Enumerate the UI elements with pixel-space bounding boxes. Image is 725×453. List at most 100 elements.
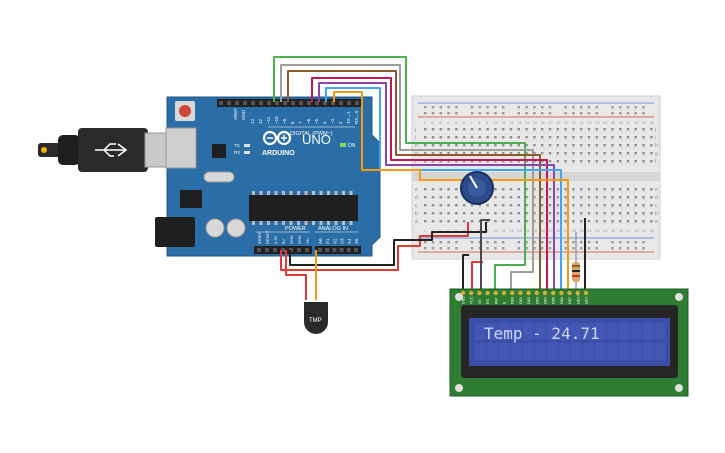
lcd-cell <box>595 323 606 340</box>
rail-hole <box>439 112 442 115</box>
lcd-cell <box>595 343 606 360</box>
rail-hole <box>447 241 450 244</box>
power-pin-label: RESET <box>265 230 270 244</box>
terminal-hole <box>502 220 505 223</box>
rail-hole <box>470 112 474 115</box>
terminal-hole <box>626 188 630 191</box>
wire-lcd-vcc <box>471 261 483 289</box>
terminal-hole <box>541 204 544 207</box>
row-letter: d <box>655 195 658 201</box>
terminal-hole <box>548 144 552 147</box>
potentiometer[interactable] <box>460 171 494 205</box>
rail-hole <box>478 106 481 109</box>
column-number: 16 <box>541 120 546 125</box>
lcd-pin <box>485 290 490 296</box>
row-letter: d <box>415 195 418 201</box>
terminal-hole <box>564 152 567 155</box>
terminal-hole <box>650 212 653 215</box>
gnd-label: GND <box>241 109 246 120</box>
voltage-regulator <box>180 190 202 208</box>
terminal-hole <box>541 220 544 223</box>
terminal-hole <box>548 160 552 163</box>
terminal-hole <box>572 220 575 223</box>
rail-hole <box>470 247 474 250</box>
lcd-pin-label: DB0 <box>511 297 515 304</box>
terminal-hole <box>533 128 536 131</box>
column-number: 15 <box>533 228 538 233</box>
lcd-cell <box>559 323 570 340</box>
sensor-body <box>304 302 328 334</box>
terminal-hole <box>486 220 489 223</box>
rail-hole <box>642 112 645 115</box>
terminal-hole <box>541 196 544 199</box>
terminal-hole <box>619 204 622 207</box>
lcd-cell <box>547 323 558 340</box>
terminal-hole <box>431 204 435 207</box>
chip-pin <box>327 191 330 195</box>
rail-hole <box>447 112 450 115</box>
terminal-hole <box>619 212 622 215</box>
rail-hole <box>587 106 591 109</box>
terminal-hole <box>533 212 536 215</box>
terminal-hole <box>455 160 458 163</box>
terminal-hole <box>548 152 552 155</box>
analog-pin-label: A1 <box>325 238 330 244</box>
terminal-hole <box>509 220 513 223</box>
rail-hole <box>478 247 481 250</box>
sensor-label: TMP <box>309 318 322 324</box>
rail-hole <box>541 247 544 250</box>
terminal-hole <box>572 128 575 131</box>
row-letter: c <box>655 203 658 209</box>
lcd-pin <box>501 290 507 296</box>
terminal-hole <box>525 136 528 139</box>
lcd-cell <box>607 343 618 360</box>
terminal-hole <box>587 144 591 147</box>
terminal-hole <box>486 212 489 215</box>
reset-button-cap[interactable] <box>179 105 191 117</box>
row-letter: f <box>655 159 657 165</box>
column-number: 18 <box>556 120 561 125</box>
arduino-brand: ARDUINO <box>262 150 295 157</box>
column-number: 2 <box>431 228 434 233</box>
terminal-hole <box>626 196 630 199</box>
terminal-hole <box>509 204 513 207</box>
lcd-cell <box>607 323 618 340</box>
digital-pin-label: ~9 <box>282 118 287 124</box>
lcd-pin <box>567 290 572 296</box>
breadboard-column-numbers: 1122334455667788991010111112121313141415… <box>424 120 655 233</box>
terminal-hole <box>470 144 474 147</box>
terminal-hole <box>502 136 505 139</box>
digital-header-pins <box>219 101 359 105</box>
terminal-hole <box>595 212 598 215</box>
lcd-cell <box>571 343 582 360</box>
rail-hole <box>517 106 520 109</box>
row-letter: f <box>415 159 417 165</box>
column-number: 10 <box>494 120 499 125</box>
lcd-mount-hole-tl <box>455 293 463 301</box>
rail-hole <box>572 112 575 115</box>
column-number: 16 <box>541 228 546 233</box>
terminal-hole <box>603 196 606 199</box>
terminal-hole <box>517 204 520 207</box>
terminal-hole <box>431 152 435 155</box>
column-number: 5 <box>455 120 458 125</box>
column-number: 4 <box>447 120 450 125</box>
column-number: 1 <box>424 120 427 125</box>
chip-pin <box>342 191 345 195</box>
terminal-hole <box>580 204 583 207</box>
column-number: 11 <box>502 228 507 233</box>
capacitor-2 <box>226 218 246 238</box>
terminal-hole <box>447 136 450 139</box>
terminal-hole <box>502 144 505 147</box>
header-pin <box>355 101 359 105</box>
lcd-pin-label: LED- <box>585 295 589 304</box>
terminal-hole <box>455 136 458 139</box>
rail-hole <box>439 247 442 250</box>
terminal-hole <box>611 196 614 199</box>
terminal-hole <box>564 196 567 199</box>
digital-pin-label: TX→1 <box>346 111 351 124</box>
digital-pin-label: ~6 <box>306 118 311 124</box>
terminal-hole <box>509 136 513 139</box>
